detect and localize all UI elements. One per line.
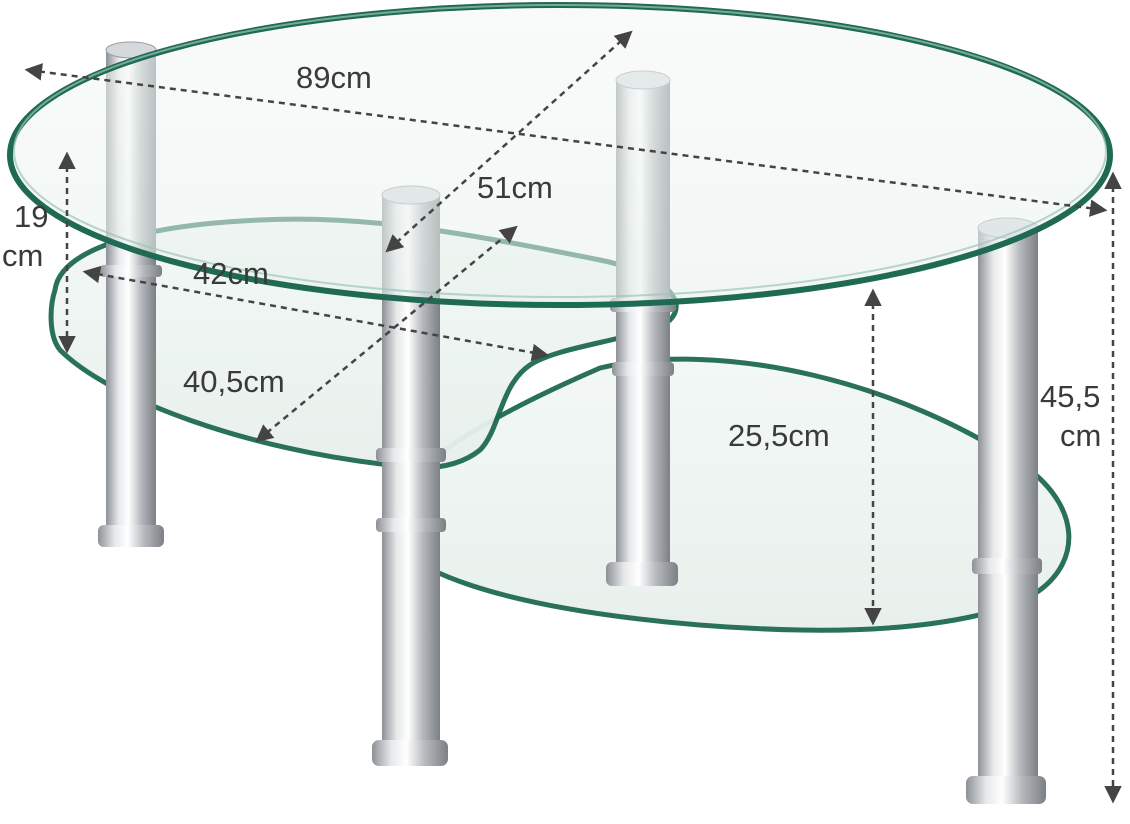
lower-glass-shelf	[381, 356, 1072, 633]
top-gap-unit: cm	[2, 237, 44, 273]
depth-label: 51cm	[477, 170, 553, 205]
side-length-label: 42cm	[193, 256, 269, 291]
lower-gap-label: 25,5cm	[728, 418, 830, 453]
height-value: 45,5	[1040, 379, 1101, 414]
height-unit: cm	[1060, 417, 1102, 453]
height-label: 45,5 cm	[1040, 378, 1101, 456]
top-gap-label: 19 cm	[2, 198, 49, 276]
top-glass	[7, 2, 1113, 308]
side-depth-label: 40,5cm	[183, 364, 285, 399]
length-label: 89cm	[296, 60, 372, 95]
dimension-arrows	[24, 30, 1122, 804]
side-depth-arrow	[255, 225, 518, 443]
leg-front-right	[966, 217, 1046, 804]
top-gap-value: 19	[14, 199, 49, 234]
